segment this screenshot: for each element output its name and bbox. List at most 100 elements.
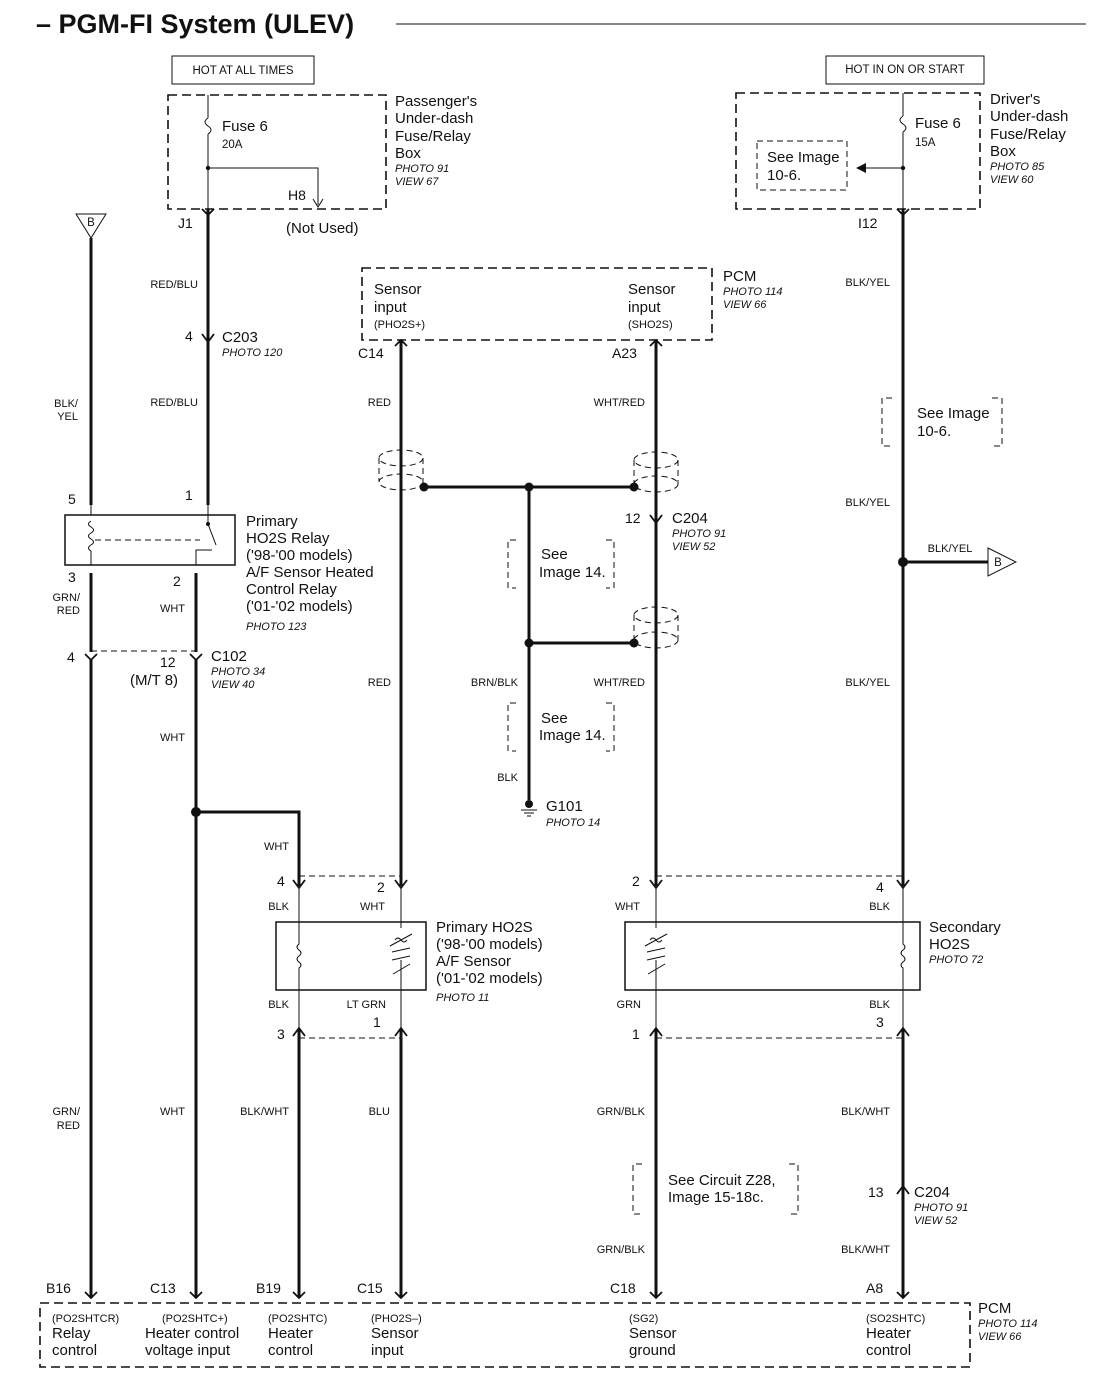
wire-label-blkwht-2: BLK/WHT [841,1106,890,1118]
ground-symbol [521,800,537,817]
pcm-top-name: PCM [723,268,756,285]
wire-label-wht-6: WHT [160,1106,185,1118]
c204a-pin: 12 [625,510,641,526]
relay-switch [195,505,217,565]
hot-in-on-start-label: HOT IN ON OR START [845,64,964,76]
fuse-6-driver-rating: 15A [915,137,936,149]
wire-label-grn: GRN [617,999,642,1011]
pcm-code-c18: (SG2) [629,1313,658,1325]
primary-sensor-pin-1: 1 [373,1014,381,1030]
wire-label-grnblk-1: GRN/BLK [597,1106,646,1118]
driver-box-name-1: Driver's [990,91,1040,108]
primary-sensor-name-3: A/F Sensor [436,953,511,970]
pcm-top-left-line-1: Sensor [374,281,422,298]
pcm-top-left-line-2: input [374,299,407,316]
pcm-desc-c13-2: voltage input [145,1342,231,1359]
see-image-10-6-line-1: See Image [917,405,990,422]
wire-label-grnred-1a: GRN/ [53,592,81,604]
primary-ho2s-relay [64,514,236,566]
wire-label-blkwht-3: BLK/WHT [841,1244,890,1256]
pcm-desc-a8-2: control [866,1342,911,1359]
primary-sensor-name-2: ('98-'00 models) [436,936,543,953]
primary-sensor-variable-1 [389,933,413,947]
pcm-pin-a8: A8 [866,1280,883,1296]
relay-name-2: HO2S Relay [246,530,330,547]
c203-photo: PHOTO 120 [222,347,283,359]
wire-label-blkyel-left-2: YEL [57,411,78,423]
c204b-photo: PHOTO 91 [914,1202,968,1214]
offpage-b-right-letter: B [994,557,1002,569]
pcm-top-right-line-1: Sensor [628,281,676,298]
c204b-pin: 13 [868,1184,884,1200]
see-circuit-z28-line-1: See Circuit Z28, [668,1172,776,1189]
pcm-top-box [361,267,713,341]
c203-pin: 4 [185,328,193,344]
relay-name-6: ('01-'02 models) [246,598,353,615]
passenger-box-name-4: Box [395,145,421,162]
see-circuit-z28: See Circuit Z28, Image 15-18c. [632,1163,799,1215]
see-image-14-a-line-1: See [541,546,568,563]
pcm-desc-b19-1: Heater [268,1325,313,1342]
pcm-pin-c18: C18 [610,1280,636,1296]
junction-wht [191,807,201,817]
primary-ho2s-sensor [275,921,427,991]
wire-label-blk-4: BLK [869,999,890,1011]
passenger-box-view: VIEW 67 [395,176,439,188]
not-used-label: (Not Used) [286,220,359,237]
driver-see-image-arrowhead [856,163,866,173]
c102-view: VIEW 40 [211,679,255,691]
driver-see-image-box [756,140,848,191]
secondary-sensor-pin-4: 4 [876,879,884,895]
c102-pin-12: 12 [160,654,176,670]
pcm-pin-c13: C13 [150,1280,176,1296]
driver-box-name-4: Box [990,143,1016,160]
relay-pin-2: 2 [173,573,181,589]
passenger-box-name-2: Under-dash [395,110,473,127]
fuse-6-passenger-label: Fuse 6 [222,118,268,135]
pin-c14: C14 [358,345,384,361]
relay-name-1: Primary [246,513,298,530]
pcm-desc-b16-1: Relay [52,1325,91,1342]
shield-symbol-whtred-2 [633,606,679,649]
wire-label-blkyel-left-1: BLK/ [54,398,79,410]
junction-blkyel [898,557,908,567]
relay-name-5: Control Relay [246,581,337,598]
see-circuit-z28-line-2: Image 15-18c. [668,1189,764,1206]
pcm-pin-c15: C15 [357,1280,383,1296]
pin-i12: I12 [858,215,878,231]
wire-label-whtred-2: WHT/RED [594,677,645,689]
offpage-b-right-icon [987,547,1018,577]
pcm-desc-c18-2: ground [629,1342,676,1359]
relay-pin-3: 3 [68,569,76,585]
pcm-desc-a8-1: Heater [866,1325,911,1342]
pcm-top-photo: PHOTO 114 [723,286,783,298]
hot-in-on-start-box [825,55,985,85]
fuse-6-driver-label: Fuse 6 [915,115,961,132]
wire-label-blk-3: BLK [268,999,289,1011]
wire-label-wht-2: WHT [160,732,185,744]
driver-box-name-2: Under-dash [990,108,1068,125]
pcm-top-right-code: (SHO2S) [628,319,673,331]
fuse-6-passenger-rating: 20A [222,139,243,151]
secondary-sensor-pin-3: 3 [876,1014,884,1030]
driver-box-name-3: Fuse/Relay [990,126,1066,143]
c102-mt: (M/T 8) [130,672,178,689]
relay-name-3: ('98-'00 models) [246,547,353,564]
shield-dot-3 [629,482,639,492]
primary-sensor-name-4: ('01-'02 models) [436,970,543,987]
c203-name: C203 [222,329,258,346]
pcm-desc-b19-2: control [268,1342,313,1359]
secondary-sensor-name-1: Secondary [929,919,1001,936]
pin-a23: A23 [612,345,637,361]
relay-photo: PHOTO 123 [246,621,307,633]
pin-j1: J1 [178,215,193,231]
wire-wht-branch [196,810,301,886]
wire-label-blkyel-1: BLK/YEL [845,277,890,289]
shield-dot-1 [419,482,429,492]
hot-at-all-times-box [171,55,315,85]
c102-pin-4: 4 [67,649,75,665]
shield-symbol-red [378,449,424,491]
relay-pin-5: 5 [68,491,76,507]
passenger-box-name-3: Fuse/Relay [395,128,471,145]
